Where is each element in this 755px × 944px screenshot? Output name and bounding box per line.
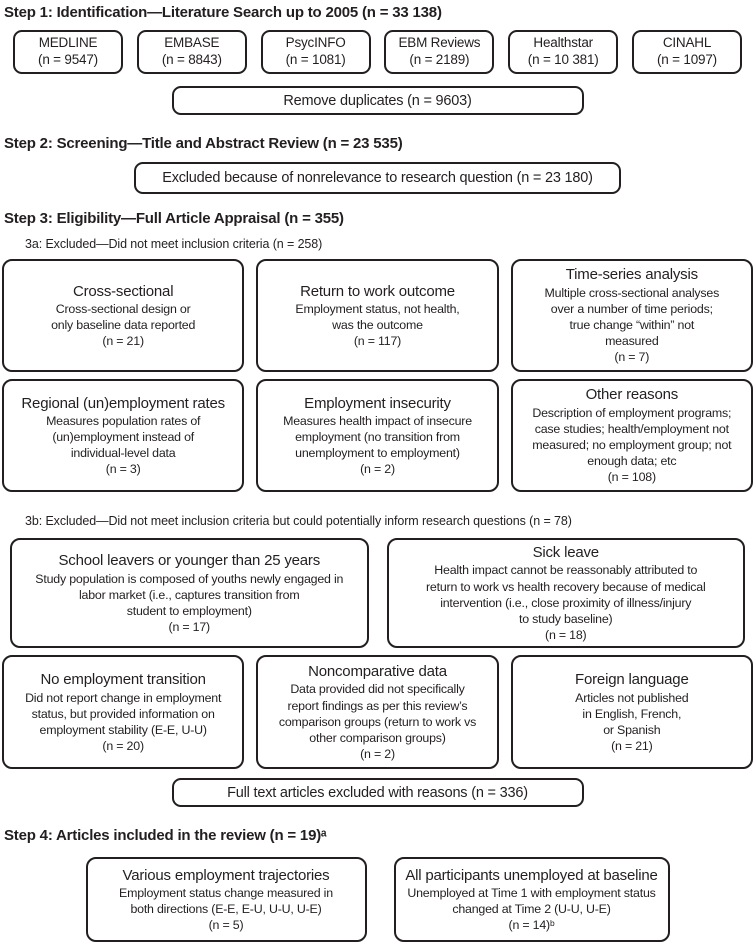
box-foreign-language: Foreign language Articles not published …: [510, 655, 753, 769]
step3-header: Step 3: Eligibility—Full Article Apprais…: [4, 210, 344, 227]
box-title: EMBASE: [164, 35, 220, 51]
box-time-series: Time-series analysis Multiple cross-sect…: [510, 259, 753, 372]
step3b-row1: School leavers or younger than 25 years …: [10, 538, 745, 648]
database-row: MEDLINE (n = 9547) EMBASE (n = 8843) Psy…: [13, 30, 742, 74]
box-title: Return to work outcome: [300, 282, 455, 300]
box-title: No employment transition: [40, 671, 206, 688]
box-count: (n = 2189): [409, 52, 470, 67]
step4-row: Various employment trajectories Employme…: [0, 857, 755, 942]
box-other-reasons: Other reasons Description of employment …: [510, 379, 753, 492]
box-various-trajectories: Various employment trajectories Employme…: [85, 857, 367, 942]
box-noncomparative-data: Noncomparative data Data provided did no…: [256, 655, 499, 769]
box-title: Cross-sectional: [72, 282, 174, 300]
box-title: Various employment trajectories: [122, 866, 330, 884]
box-title: PsycINFO: [285, 35, 346, 51]
step4-header: Step 4: Articles included in the review …: [4, 827, 327, 844]
box-medline: MEDLINE (n = 9547): [13, 30, 123, 74]
step1-header: Step 1: Identification—Literature Search…: [4, 4, 442, 21]
box-body: Cross-sectional design or only baseline …: [51, 302, 196, 349]
box-title: School leavers or younger than 25 years: [58, 552, 321, 569]
box-body: Multiple cross-sectional analyses over a…: [544, 285, 720, 365]
step3b-row2: No employment transition Did not report …: [2, 655, 753, 769]
box-title: Other reasons: [585, 386, 679, 404]
box-title: Employment insecurity: [304, 394, 451, 412]
box-title: CINAHL: [662, 35, 712, 51]
box-title: All participants unemployed at baseline: [405, 866, 658, 884]
box-title: Time-series analysis: [565, 266, 698, 284]
box-employment-insecurity: Employment insecurity Measures health im…: [256, 379, 499, 492]
box-body: Measures population rates of (un)employm…: [46, 414, 201, 477]
box-title: Noncomparative data: [308, 662, 447, 680]
box-count: (n = 10 381): [527, 52, 599, 67]
box-title: Healthstar: [533, 35, 593, 51]
box-body: Description of employment programs; case…: [532, 405, 732, 485]
remove-duplicates-box: Remove duplicates (n = 9603): [171, 86, 584, 115]
box-title: Regional (un)employment rates: [21, 394, 225, 412]
box-body: Did not report change in employment stat…: [25, 690, 222, 753]
box-title: Sick leave: [532, 543, 600, 561]
box-title: MEDLINE: [38, 35, 98, 51]
step2-header: Step 2: Screening—Title and Abstract Rev…: [4, 135, 403, 152]
box-body: Unemployed at Time 1 with employment sta…: [407, 886, 656, 933]
box-body: Employment status, not health, was the o…: [295, 302, 460, 349]
box-body: Measures health impact of insecure emplo…: [283, 414, 472, 477]
excluded-nonrelevance-box: Excluded because of nonrelevance to rese…: [134, 162, 621, 194]
box-all-unemployed-baseline: All participants unemployed at baseline …: [393, 857, 670, 942]
box-count: (n = 8843): [161, 52, 222, 67]
box-return-to-work: Return to work outcome Employment status…: [256, 259, 499, 372]
box-count: (n = 9547): [38, 52, 98, 67]
box-school-leavers: School leavers or younger than 25 years …: [10, 538, 369, 648]
box-body: Data provided did not specifically repor…: [278, 682, 477, 761]
box-body: Articles not published in English, Frenc…: [575, 690, 689, 753]
step3a-header: 3a: Excluded—Did not meet inclusion crit…: [25, 237, 323, 251]
step3a-grid: Cross-sectional Cross-sectional design o…: [2, 259, 753, 492]
box-body: Health impact cannot be reassonably attr…: [425, 563, 706, 642]
step3b-header: 3b: Excluded—Did not meet inclusion crit…: [25, 514, 572, 528]
full-text-excluded-box: Full text articles excluded with reasons…: [171, 778, 584, 807]
box-title: Foreign language: [575, 671, 689, 688]
box-embase: EMBASE (n = 8843): [136, 30, 247, 74]
box-healthstar: Healthstar (n = 10 381): [508, 30, 619, 74]
box-psycinfo: PsycINFO (n = 1081): [260, 30, 371, 74]
box-body: Employment status change measured in bot…: [119, 886, 333, 933]
box-cinahl: CINAHL (n = 1097): [631, 30, 742, 74]
box-ebm-reviews: EBM Reviews (n = 2189): [384, 30, 495, 74]
box-title: EBM Reviews: [398, 35, 481, 51]
box-cross-sectional: Cross-sectional Cross-sectional design o…: [2, 259, 245, 372]
box-sick-leave: Sick leave Health impact cannot be reass…: [386, 538, 745, 648]
box-no-employment-transition: No employment transition Did not report …: [2, 655, 245, 769]
box-count: (n = 1081): [285, 52, 346, 67]
box-body: Study population is composed of youths n…: [35, 571, 344, 634]
box-regional-rates: Regional (un)employment rates Measures p…: [2, 379, 245, 492]
box-count: (n = 1097): [657, 52, 717, 67]
